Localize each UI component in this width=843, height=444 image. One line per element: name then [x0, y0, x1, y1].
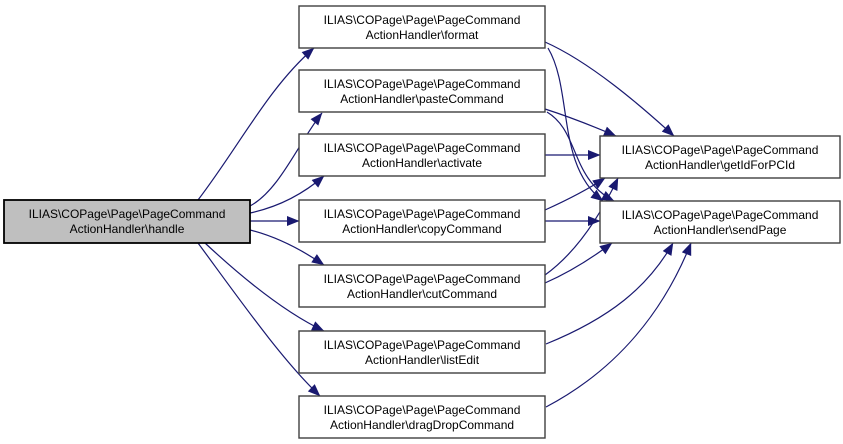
node-format-label-line2: ActionHandler\format [366, 28, 479, 42]
node-sendPage-label-line2: ActionHandler\sendPage [654, 223, 787, 237]
edge-handle-to-cutCommand [249, 229, 325, 266]
node-activate[interactable]: ILIAS\COPage\Page\PageCommand ActionHand… [298, 133, 546, 177]
node-handle-box [3, 199, 251, 244]
node-format-box [298, 5, 546, 49]
node-copyCommand-label-line2: ActionHandler\copyCommand [342, 222, 501, 236]
edge-layer [197, 41, 692, 408]
node-listEdit-label-line2: ActionHandler\listEdit [365, 353, 480, 367]
node-getIdForPCId-label-line1: ILIAS\COPage\Page\PageCommand [622, 143, 819, 157]
node-activate-label-line1: ILIAS\COPage\Page\PageCommand [324, 141, 521, 155]
edge-handle-to-activate [249, 175, 325, 214]
node-cutCommand-label-line2: ActionHandler\cutCommand [347, 287, 497, 301]
node-dragDropCommand-label-line1: ILIAS\COPage\Page\PageCommand [324, 403, 521, 417]
edge-listEdit-to-sendPage [545, 242, 674, 345]
node-activate-box [298, 133, 546, 177]
node-copyCommand-box [298, 199, 546, 243]
node-pasteCommand[interactable]: ILIAS\COPage\Page\PageCommand ActionHand… [298, 69, 546, 113]
edge-handle-to-dragDropCommand [197, 242, 321, 397]
edge-copyCommand-to-getIdForPCId [544, 177, 606, 211]
node-dragDropCommand-box [298, 395, 546, 439]
node-listEdit-label-line1: ILIAS\COPage\Page\PageCommand [324, 338, 521, 352]
node-handle-label-line2: ActionHandler\handle [70, 222, 185, 236]
edge-cutCommand-to-getIdForPCId [544, 177, 619, 276]
edge-dragDropCommand-to-sendPage [545, 242, 692, 408]
edge-format-to-getIdForPCId [544, 41, 675, 137]
node-format[interactable]: ILIAS\COPage\Page\PageCommand ActionHand… [298, 5, 546, 49]
node-cutCommand[interactable]: ILIAS\COPage\Page\PageCommand ActionHand… [298, 264, 546, 308]
node-handle: ILIAS\COPage\Page\PageCommand ActionHand… [3, 199, 251, 244]
node-format-label-line1: ILIAS\COPage\Page\PageCommand [324, 13, 521, 27]
edge-handle-to-pasteCommand [249, 112, 323, 207]
node-pasteCommand-box [298, 69, 546, 113]
node-pasteCommand-label-line1: ILIAS\COPage\Page\PageCommand [324, 77, 521, 91]
node-activate-label-line2: ActionHandler\activate [362, 156, 482, 170]
node-copyCommand-label-line1: ILIAS\COPage\Page\PageCommand [324, 207, 521, 221]
node-cutCommand-label-line1: ILIAS\COPage\Page\PageCommand [324, 272, 521, 286]
node-sendPage-box [599, 200, 841, 244]
node-getIdForPCId-label-line2: ActionHandler\getIdForPCId [645, 158, 795, 172]
edge-pasteCommand-to-getIdForPCId [544, 108, 617, 137]
edge-handle-to-listEdit [204, 242, 325, 332]
node-getIdForPCId[interactable]: ILIAS\COPage\Page\PageCommand ActionHand… [599, 135, 841, 179]
node-listEdit-box [298, 330, 546, 374]
node-dragDropCommand-label-line2: ActionHandler\dragDropCommand [330, 418, 514, 432]
edge-handle-to-format [197, 47, 315, 201]
edge-cutCommand-to-sendPage [544, 242, 613, 284]
node-getIdForPCId-box [599, 135, 841, 179]
node-handle-label-line1: ILIAS\COPage\Page\PageCommand [29, 207, 226, 221]
edge-format-to-sendPage [547, 47, 604, 202]
node-dragDropCommand[interactable]: ILIAS\COPage\Page\PageCommand ActionHand… [298, 395, 546, 439]
edge-pasteCommand-to-sendPage [546, 111, 615, 202]
node-copyCommand[interactable]: ILIAS\COPage\Page\PageCommand ActionHand… [298, 199, 546, 243]
node-cutCommand-box [298, 264, 546, 308]
node-listEdit[interactable]: ILIAS\COPage\Page\PageCommand ActionHand… [298, 330, 546, 374]
node-sendPage[interactable]: ILIAS\COPage\Page\PageCommand ActionHand… [599, 200, 841, 244]
node-pasteCommand-label-line2: ActionHandler\pasteCommand [340, 92, 503, 106]
node-sendPage-label-line1: ILIAS\COPage\Page\PageCommand [622, 208, 819, 222]
